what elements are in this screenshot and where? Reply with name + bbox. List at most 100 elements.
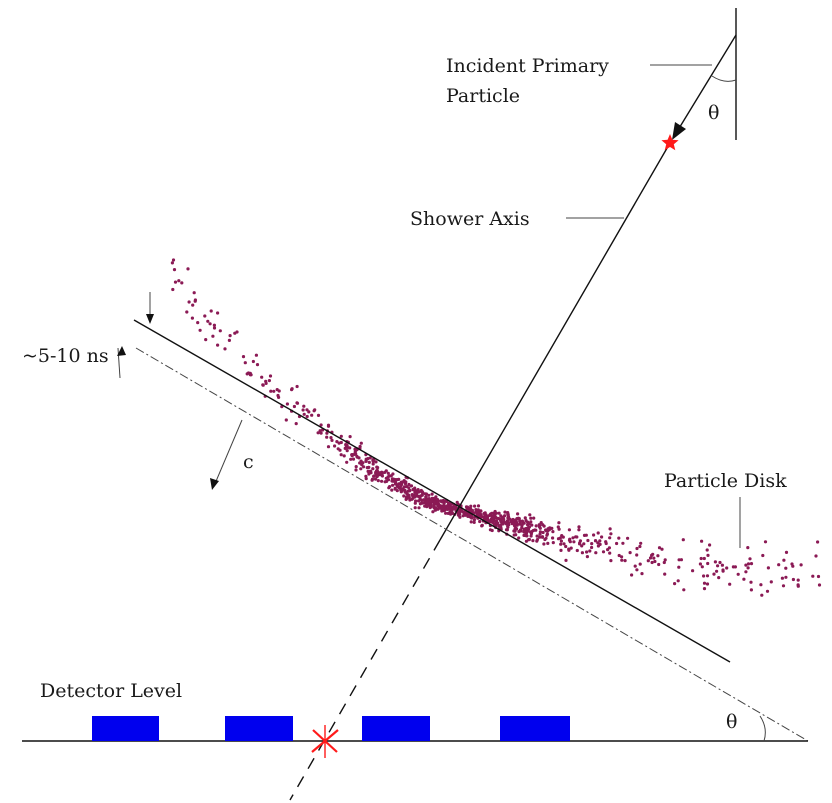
particle-dot: [769, 580, 773, 584]
particle-dot: [736, 572, 740, 576]
particle-dot: [585, 555, 590, 559]
particle-dot: [425, 503, 430, 507]
particle-dot: [580, 551, 585, 555]
particle-dot: [715, 569, 719, 573]
particle-dot: [223, 347, 227, 351]
particle-dot: [657, 562, 661, 567]
particle-dot: [580, 544, 584, 548]
speed-label: c: [243, 451, 254, 473]
propagation-arrowhead: [210, 478, 219, 490]
particle-disk-label: Particle Disk: [664, 470, 787, 492]
particle-dot: [493, 519, 497, 523]
particle-dot: [452, 507, 457, 511]
particle-dot: [596, 544, 601, 548]
particle-dot: [435, 497, 439, 502]
particle-dot: [284, 418, 288, 422]
particle-dot: [326, 445, 331, 449]
particle-dot: [749, 580, 753, 584]
particle-dot: [526, 538, 531, 542]
particle-dot: [635, 553, 639, 557]
particle-dot: [628, 551, 632, 555]
particle-dot: [416, 490, 420, 494]
particle-dot: [746, 566, 750, 570]
particle-dot: [608, 536, 612, 540]
particle-dot: [277, 395, 281, 399]
particle-dot: [492, 522, 496, 526]
particle-dot: [407, 495, 411, 499]
particle-dot: [748, 557, 752, 561]
particle-dot: [699, 556, 703, 561]
particle-dot: [608, 527, 612, 531]
particle-dot: [187, 300, 191, 304]
particle-dot: [594, 551, 598, 555]
particle-dot: [585, 550, 589, 554]
particle-dot: [763, 540, 768, 544]
particle-dot: [185, 310, 189, 314]
particle-dot: [600, 535, 604, 539]
particle-dot: [646, 559, 650, 563]
particle-dot: [733, 565, 738, 569]
particle-dot: [777, 563, 781, 567]
particle-dot: [460, 509, 464, 513]
particle-dot: [538, 535, 542, 539]
particle-dot: [420, 490, 424, 494]
particle-dot: [497, 511, 501, 515]
particle-dot: [413, 506, 417, 510]
particle-dot: [504, 521, 508, 525]
particle-dot: [742, 577, 746, 581]
particle-dot: [542, 542, 546, 546]
particle-dot: [781, 584, 786, 588]
particle-dot: [530, 523, 534, 527]
particle-dot: [559, 539, 564, 543]
particle-dot: [209, 309, 213, 313]
particle-dot: [526, 529, 530, 533]
particle-dot: [433, 496, 437, 500]
particle-dot: [592, 533, 596, 537]
particle-dot: [190, 316, 194, 320]
particle-dot: [698, 562, 703, 566]
particle-dot: [523, 516, 527, 520]
particle-dot: [325, 435, 329, 439]
particle-dot: [535, 538, 540, 542]
particle-dot: [572, 540, 576, 544]
particle-dot: [464, 511, 468, 515]
particle-dot: [660, 547, 664, 551]
particle-dot: [607, 546, 612, 550]
particle-dot: [791, 577, 796, 582]
particle-dot: [216, 311, 220, 315]
particle-dot: [442, 504, 447, 508]
particle-dot: [380, 479, 384, 483]
particle-dot: [545, 532, 550, 536]
particle-dot: [520, 523, 524, 527]
particle-dot: [235, 330, 239, 334]
particle-dot: [379, 471, 383, 475]
particle-dot: [551, 541, 555, 545]
particle-dot: [524, 527, 528, 531]
particle-dot: [577, 525, 581, 529]
particle-dot: [295, 401, 300, 405]
particle-dot: [765, 589, 770, 593]
particle-dot: [391, 483, 395, 487]
particle-dot: [272, 389, 276, 393]
particle-dot: [551, 530, 555, 534]
particle-dot: [467, 513, 471, 517]
particle-dot: [473, 504, 477, 508]
particle-dot: [302, 412, 306, 416]
particle-dot: [424, 492, 428, 496]
particle-dot: [617, 536, 621, 540]
particle-dot: [339, 434, 343, 438]
particle-dot: [506, 524, 510, 528]
particle-dot: [541, 530, 545, 535]
theta-label-bottom: θ: [726, 711, 737, 733]
particle-dot: [681, 538, 685, 542]
particle-dot: [418, 502, 422, 506]
particle-dot: [500, 522, 505, 526]
particle-dot: [725, 566, 729, 570]
particle-dot: [447, 501, 451, 505]
particle-scatter: [170, 258, 822, 597]
particle-dot: [386, 471, 390, 475]
particle-dot: [713, 560, 718, 564]
particle-dot: [399, 481, 403, 485]
particle-dot: [429, 499, 434, 503]
detector-station-1: [92, 716, 159, 741]
